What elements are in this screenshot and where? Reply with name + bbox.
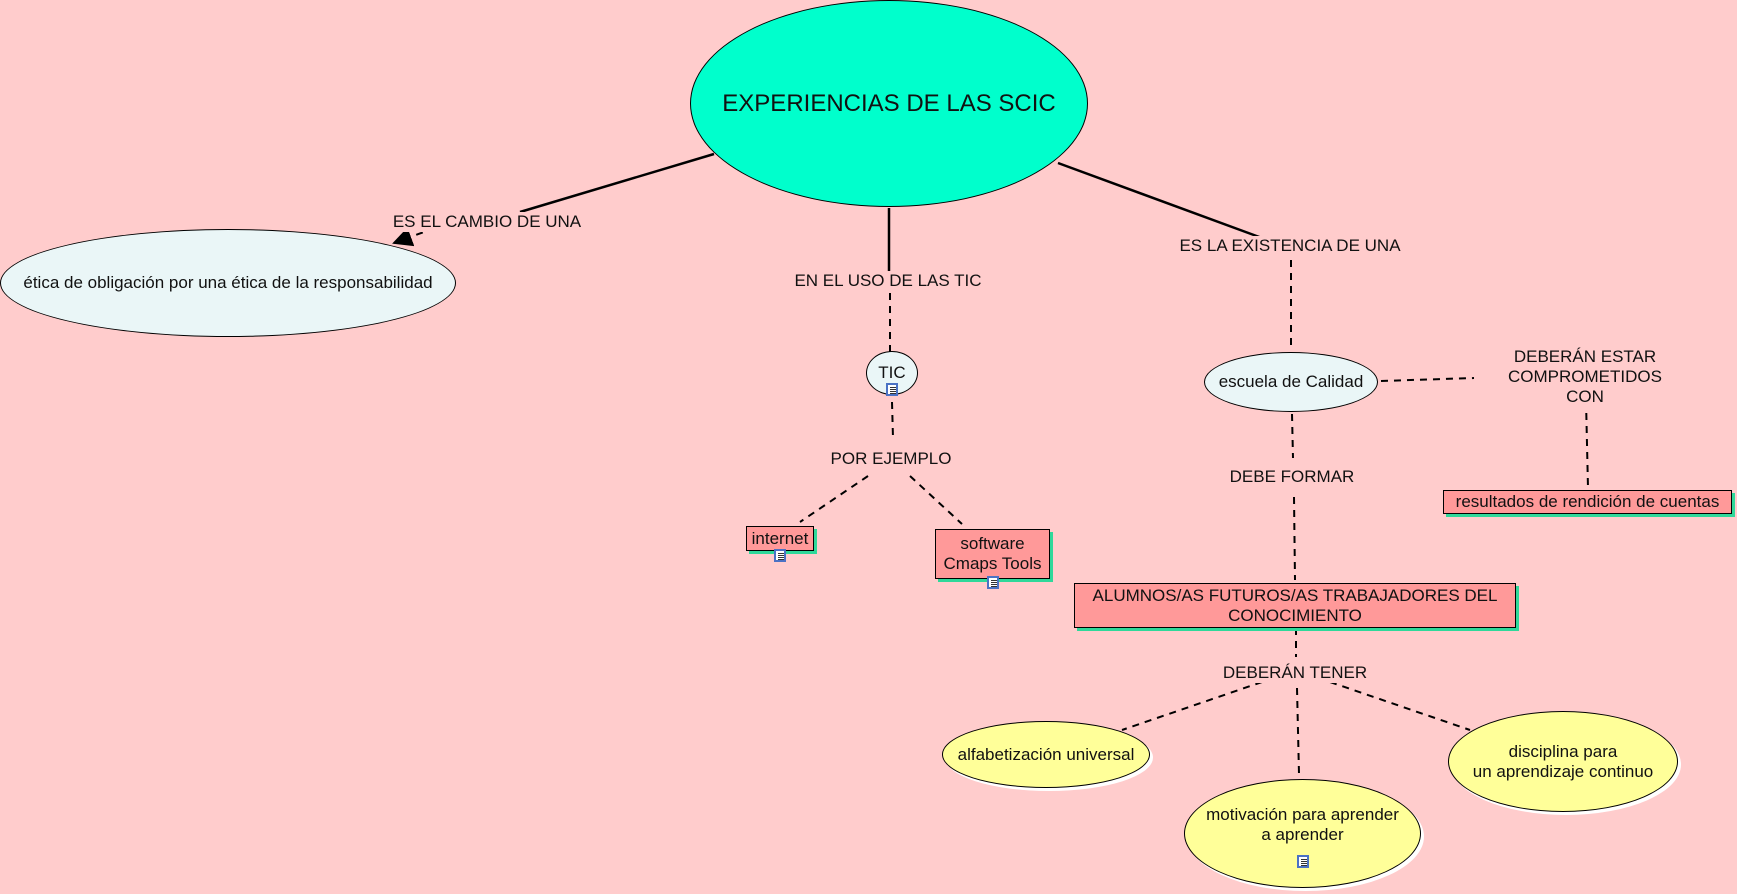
link-label-ejemplo[interactable]: POR EJEMPLO	[828, 449, 954, 469]
concept-resultados-label: resultados de rendición de cuentas	[1455, 492, 1720, 511]
link-label-existencia[interactable]: ES LA EXISTENCIA DE UNA	[1177, 236, 1403, 256]
concept-software[interactable]: software Cmaps Tools	[935, 529, 1050, 579]
concept-internet[interactable]: internet	[746, 526, 814, 551]
line-tic-ejemplo	[891, 401, 894, 439]
line-tener-alfabetizacion	[1121, 681, 1263, 731]
concept-alfabetizacion-label: alfabetización universal	[957, 744, 1135, 764]
link-label-deberan-tener[interactable]: DEBERÁN TENER	[1220, 663, 1370, 683]
link-label-uso[interactable]: EN EL USO DE LAS TIC	[792, 271, 984, 291]
resource-doc-icon[interactable]	[1297, 855, 1309, 868]
line-ejemplo-software	[909, 475, 963, 525]
concept-etica[interactable]: ética de obligación por una ética de la …	[0, 229, 456, 337]
line-estar-resultados	[1585, 399, 1589, 489]
line-escuela-estar	[1380, 377, 1475, 382]
concept-alumnos[interactable]: ALUMNOS/AS FUTUROS/AS TRABAJADORES DEL C…	[1074, 583, 1516, 628]
concept-software-label: software Cmaps Tools	[943, 534, 1042, 573]
concept-internet-label: internet	[751, 528, 809, 548]
root-concept[interactable]: EXPERIENCIAS DE LAS SCIC	[690, 0, 1088, 207]
resource-doc-icon[interactable]	[774, 549, 786, 562]
concept-alfabetizacion[interactable]: alfabetización universal	[942, 721, 1150, 788]
link-label-debe-formar[interactable]: DEBE FORMAR	[1227, 467, 1357, 487]
concept-escuela-label: escuela de Calidad	[1218, 372, 1364, 391]
link-label-deberan-estar[interactable]: DEBERÁN ESTAR COMPROMETIDOS CON	[1506, 347, 1664, 407]
root-concept-label: EXPERIENCIAS DE LAS SCIC	[722, 89, 1056, 117]
line-ejemplo-internet	[799, 475, 869, 523]
link-label-cambio[interactable]: ES EL CAMBIO DE UNA	[390, 212, 584, 232]
line-root-existencia	[1057, 161, 1263, 240]
concept-alumnos-label: ALUMNOS/AS FUTUROS/AS TRABAJADORES DEL C…	[1092, 585, 1498, 625]
line-tener-disciplina	[1329, 681, 1471, 731]
concept-motivacion-label: motivación para aprender a aprender	[1206, 804, 1399, 844]
line-tener-motivacion	[1296, 687, 1300, 775]
line-formar-alumnos	[1293, 496, 1296, 581]
line-escuela-formar	[1291, 413, 1294, 459]
concept-etica-label: ética de obligación por una ética de la …	[23, 273, 433, 292]
concept-motivacion[interactable]: motivación para aprender a aprender	[1184, 779, 1421, 888]
concept-escuela[interactable]: escuela de Calidad	[1204, 352, 1378, 412]
concept-resultados[interactable]: resultados de rendición de cuentas	[1443, 490, 1732, 514]
resource-doc-icon[interactable]	[886, 383, 898, 396]
concept-disciplina-label: disciplina para un aprendizaje continuo	[1472, 741, 1654, 781]
concept-disciplina[interactable]: disciplina para un aprendizaje continuo	[1448, 711, 1678, 812]
line-root-cambio	[519, 152, 715, 214]
concept-tic-label: TIC	[878, 363, 906, 382]
resource-doc-icon[interactable]	[987, 576, 999, 589]
